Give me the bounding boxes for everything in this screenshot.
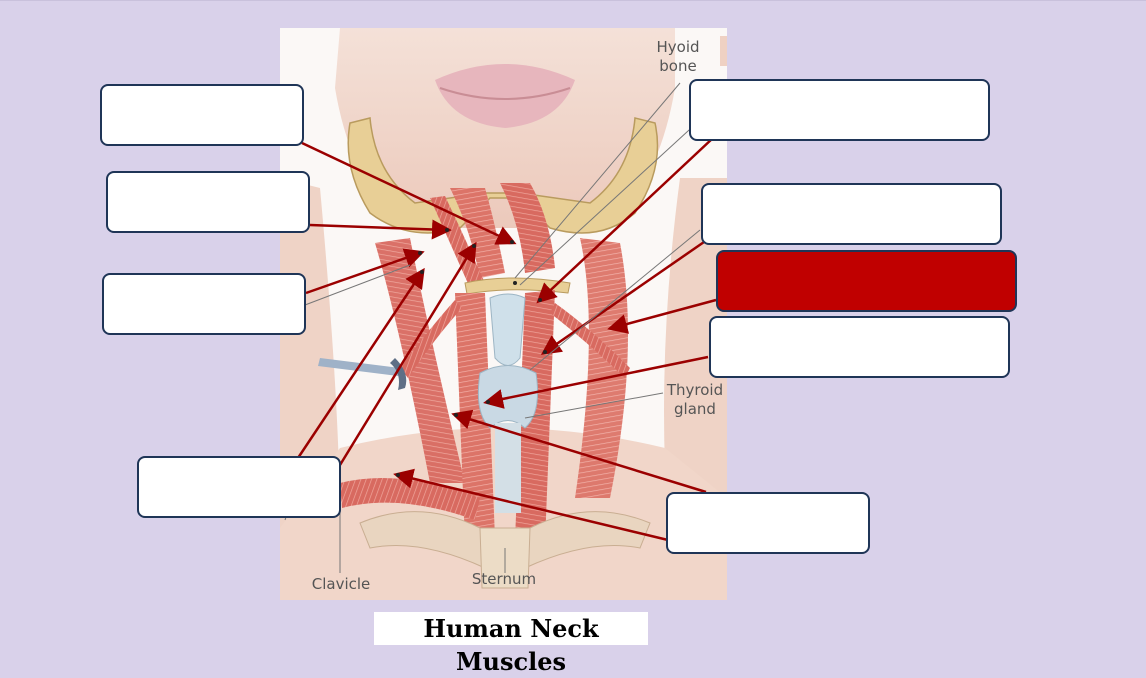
label-box-5[interactable] [689,79,990,141]
label-sternum: Sternum [471,570,537,588]
label-clavicle: Clavicle [311,575,371,593]
arrow-4a [288,267,425,471]
arrow-1 [301,141,517,245]
label-box-4[interactable] [137,456,341,518]
lips [435,64,575,128]
digastric-left [450,188,505,278]
arrow-2 [309,219,452,240]
label-box-1[interactable] [100,84,304,146]
top-border [0,0,1146,1]
leader-arrows [284,119,717,542]
arrow-3 [305,248,425,295]
digastric-right [500,183,555,273]
label-box-3[interactable] [102,273,306,335]
larynx [489,293,526,366]
label-hyoid-bone: Hyoid bone [656,38,700,75]
arrow-7 [607,298,717,334]
neck-anatomy-drawing [280,28,727,600]
arrow-4b [338,241,477,466]
arrow-8 [483,355,709,409]
label-thyroid-gland: Thyroid gland [666,381,724,418]
arrow-5 [536,137,714,304]
label-box-2[interactable] [106,171,310,233]
label-box-6[interactable] [701,183,1002,245]
diagram-caption: Human Neck Muscles [374,612,648,676]
arrow-9a [393,468,669,542]
arrow-9b [451,409,707,494]
mandible [347,117,659,234]
neck-illustration: Hyoid bone Thyroid gland Clavicle Sternu… [280,28,727,600]
label-box-8[interactable] [709,316,1010,378]
sternohyoid-left [455,293,495,543]
arrow-6 [540,240,705,355]
label-box-9[interactable] [666,492,870,554]
label-box-7-selected[interactable] [716,250,1017,312]
